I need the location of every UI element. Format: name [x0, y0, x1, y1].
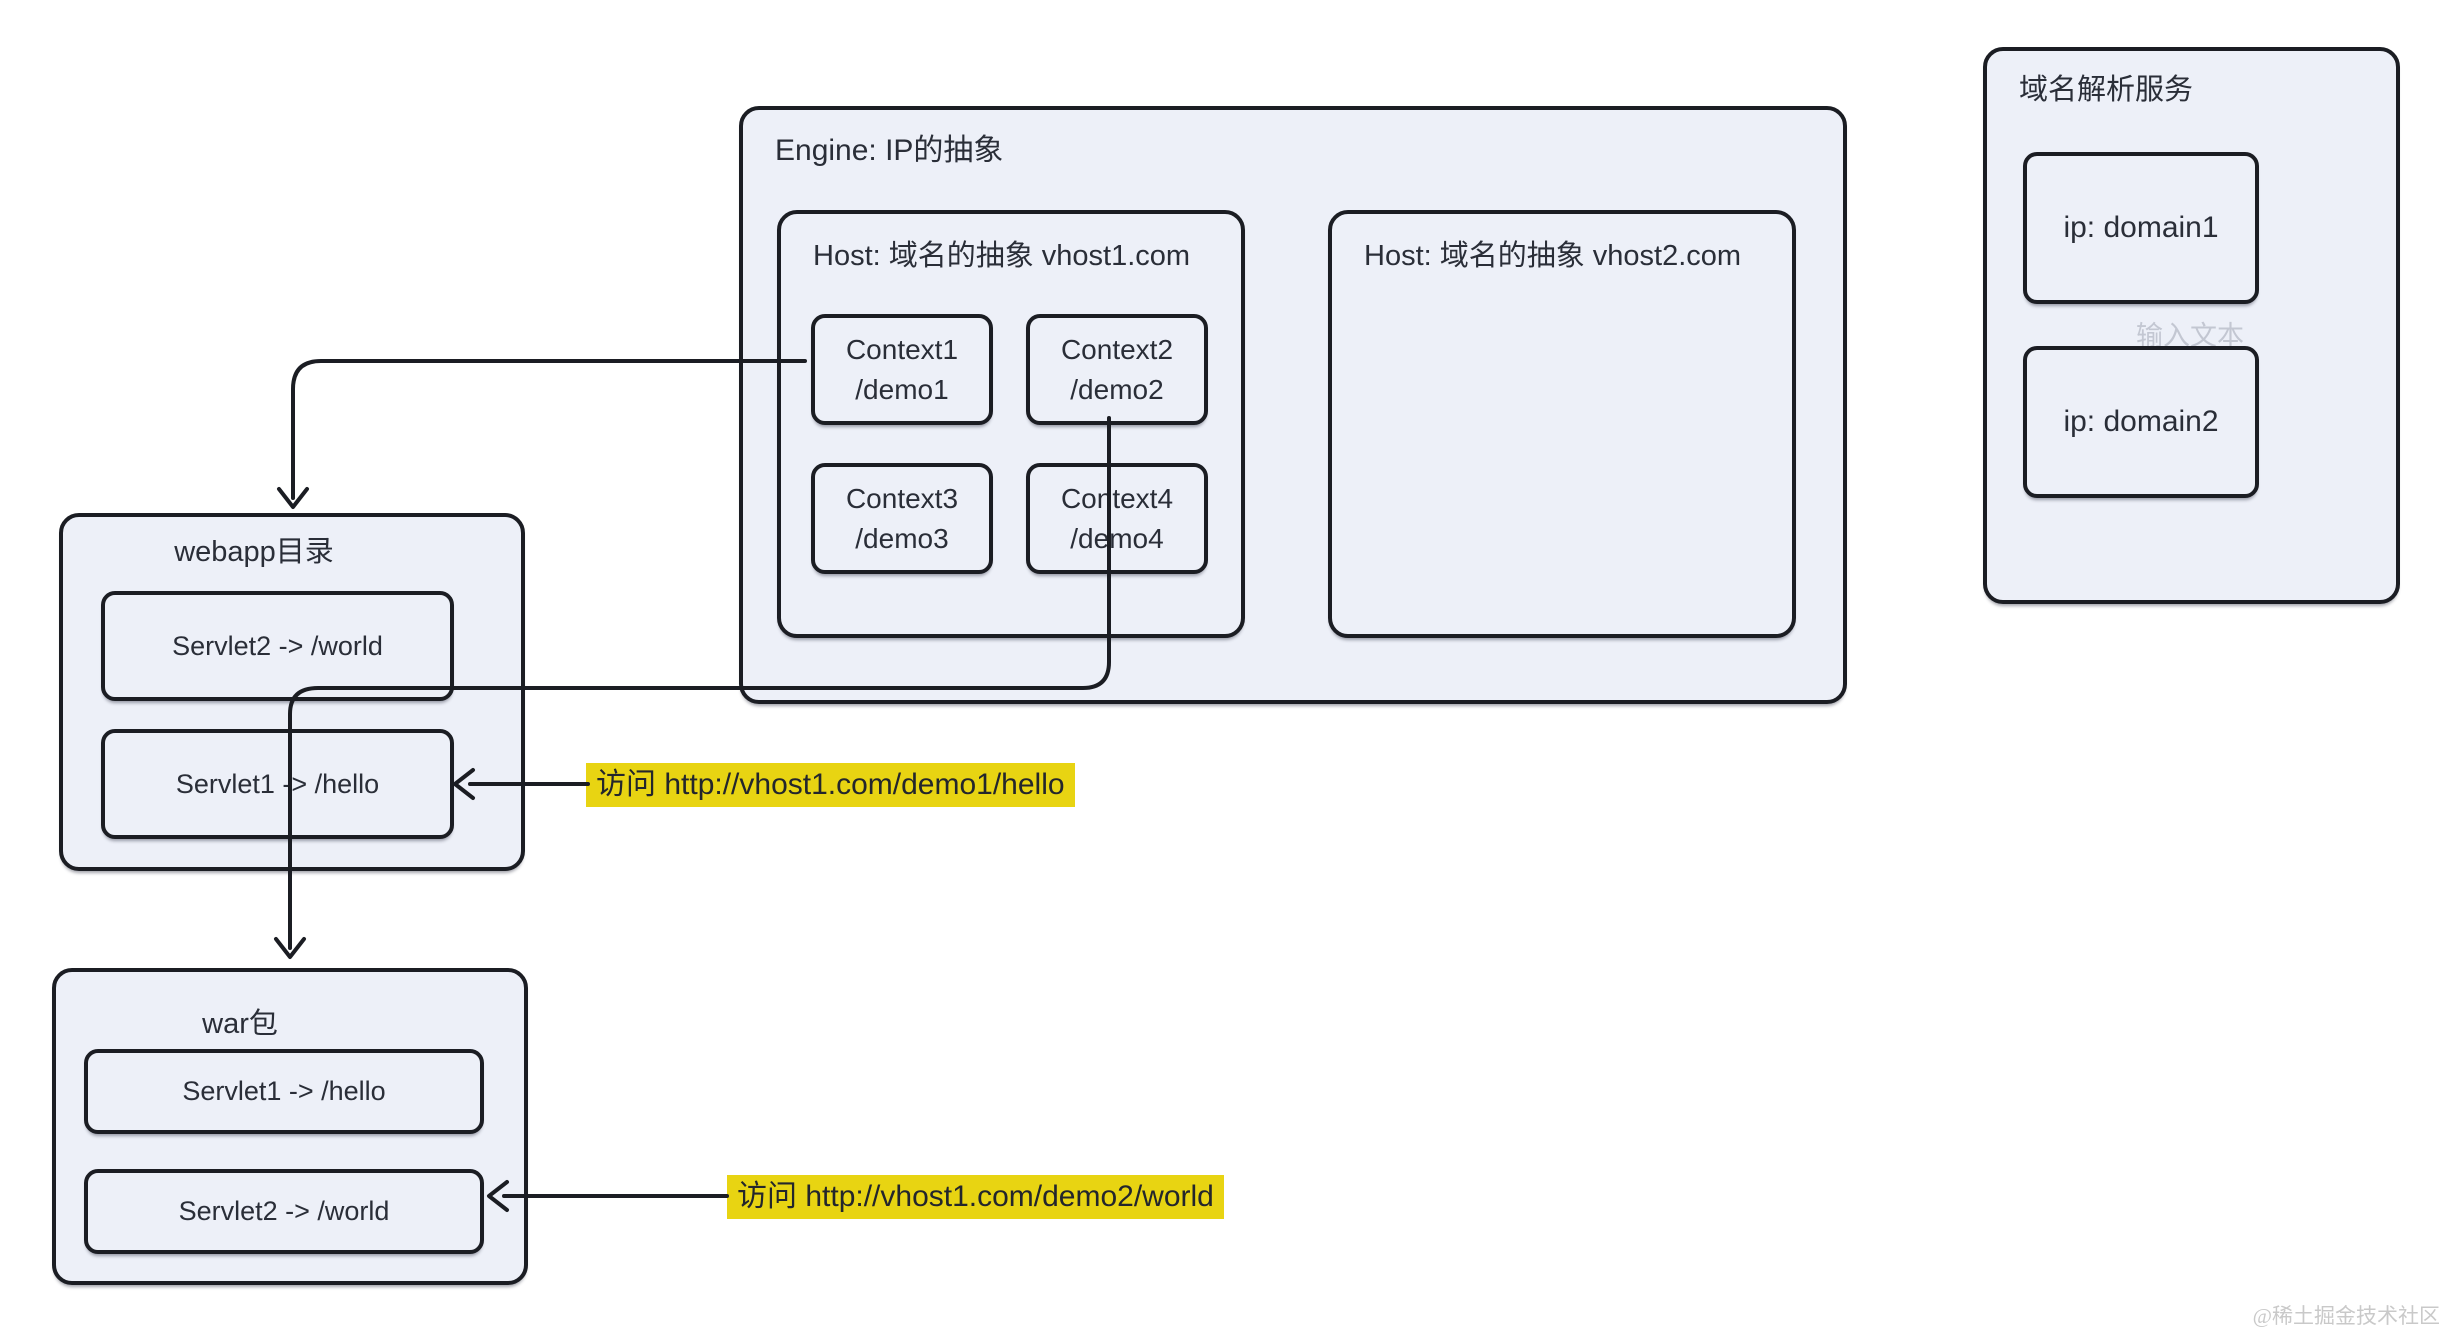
arrow-context1-to-webapp — [277, 359, 807, 509]
watermark: @稀土掘金技术社区 — [2252, 1304, 2440, 1328]
ip-domain2-label: ip: domain2 — [2063, 405, 2219, 438]
host-vhost2-title: Host: 域名的抽象 vhost2.com — [1364, 240, 1742, 272]
webapp-dir-box: webapp目录 Servlet2 -> /world Servlet1 -> … — [59, 513, 525, 871]
context1-box: Context1 /demo1 — [811, 314, 993, 425]
context3-path: /demo3 — [855, 522, 949, 554]
context2-box: Context2 /demo2 — [1026, 314, 1208, 425]
context3-name: Context3 — [845, 482, 959, 514]
context2-name: Context2 — [1060, 333, 1174, 365]
servlet2-world-war-box: Servlet2 -> /world — [84, 1169, 484, 1254]
annotation-demo1-hello: 访问 http://vhost1.com/demo1/hello — [586, 763, 1075, 807]
ip-domain1-label: ip: domain1 — [2063, 211, 2219, 244]
context1-name: Context1 — [845, 333, 959, 365]
context2-path: /demo2 — [1070, 373, 1164, 405]
servlet2-world-war-label: Servlet2 -> /world — [178, 1196, 390, 1226]
war-package-title: war包 — [202, 1008, 278, 1040]
arrowhead-down-icon — [277, 487, 309, 509]
servlet1-hello-webapp-label: Servlet1 -> /hello — [175, 768, 380, 799]
dns-service-box: 域名解析服务 ip: domain1 输入文本 ip: domain2 — [1983, 47, 2400, 604]
dns-service-title: 域名解析服务 — [2019, 74, 2194, 106]
servlet1-hello-war-box: Servlet1 -> /hello — [84, 1049, 484, 1134]
context4-path: /demo4 — [1070, 522, 1164, 554]
engine-box: Engine: IP的抽象 Host: 域名的抽象 vhost1.com Con… — [739, 106, 1847, 704]
annotation-demo2-world: 访问 http://vhost1.com/demo2/world — [727, 1175, 1224, 1219]
servlet2-world-webapp-label: Servlet2 -> /world — [172, 630, 383, 661]
webapp-dir-title: webapp目录 — [174, 536, 334, 568]
host-vhost2-box: Host: 域名的抽象 vhost2.com — [1328, 210, 1796, 638]
servlet2-world-webapp-box: Servlet2 -> /world — [101, 591, 454, 701]
host-vhost1-title: Host: 域名的抽象 vhost1.com — [813, 240, 1191, 272]
engine-title: Engine: IP的抽象 — [775, 134, 1004, 167]
arrowhead-down-icon — [274, 937, 306, 959]
servlet1-hello-webapp-box: Servlet1 -> /hello — [101, 729, 454, 839]
context4-box: Context4 /demo4 — [1026, 463, 1208, 574]
context1-path: /demo1 — [855, 373, 949, 405]
ip-domain2-box: ip: domain2 — [2023, 346, 2259, 498]
servlet1-hello-war-label: Servlet1 -> /hello — [182, 1076, 386, 1106]
host-vhost1-box: Host: 域名的抽象 vhost1.com Context1 /demo1 C… — [777, 210, 1245, 638]
ip-domain1-box: ip: domain1 — [2023, 152, 2259, 304]
war-package-box: war包 Servlet1 -> /hello Servlet2 -> /wor… — [52, 968, 528, 1285]
context3-box: Context3 /demo3 — [811, 463, 993, 574]
context4-name: Context4 — [1060, 482, 1174, 514]
